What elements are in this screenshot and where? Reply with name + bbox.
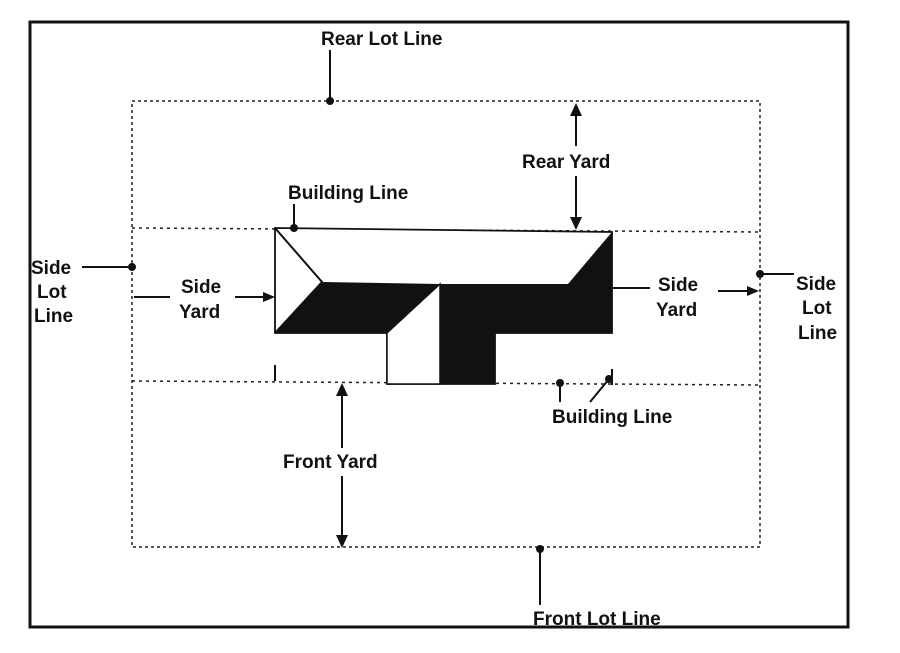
building-footprint <box>274 227 613 385</box>
side-lot-line-right-label-3: Line <box>798 323 837 344</box>
building-line-top-dot <box>290 224 298 232</box>
side-yard-right-dimension <box>612 286 759 296</box>
side-lot-line-left-dot <box>128 263 136 271</box>
rear-yard-label: Rear Yard <box>522 152 610 173</box>
roof-plane-right-dark <box>440 232 612 384</box>
building-line-bottom-leader <box>556 375 613 403</box>
building-line-bottom-label: Building Line <box>552 407 672 428</box>
side-yard-left-label-1: Side <box>181 277 221 298</box>
side-yard-right-label-2: Yard <box>656 300 697 321</box>
front-yard-label-bg <box>280 448 396 476</box>
rear-lot-line-label: Rear Lot Line <box>321 29 442 50</box>
side-lot-line-left-label-1: Side <box>31 258 71 279</box>
outer-frame <box>28 20 850 629</box>
side-lot-line-right-label-1: Side <box>796 274 836 295</box>
side-yard-left-label-2: Yard <box>179 302 220 323</box>
side-lot-line-left-label-2: Lot <box>37 282 67 303</box>
building-line-top-label: Building Line <box>288 183 408 204</box>
side-yard-right-label-1: Side <box>658 275 698 296</box>
side-lot-line-right-label-2: Lot <box>802 298 832 319</box>
lot-boundary <box>131 100 761 548</box>
roof-plane-left-dark <box>275 282 440 333</box>
side-lot-line-right-dot <box>756 270 764 278</box>
rear-yard-label-bg <box>520 146 632 176</box>
front-yard-label: Front Yard <box>283 452 378 473</box>
rear-lot-line-dot <box>326 97 334 105</box>
side-yard-left-dimension <box>134 292 275 302</box>
side-lot-line-left-label-3: Line <box>34 306 73 327</box>
front-lot-line-label: Front Lot Line <box>533 609 661 630</box>
